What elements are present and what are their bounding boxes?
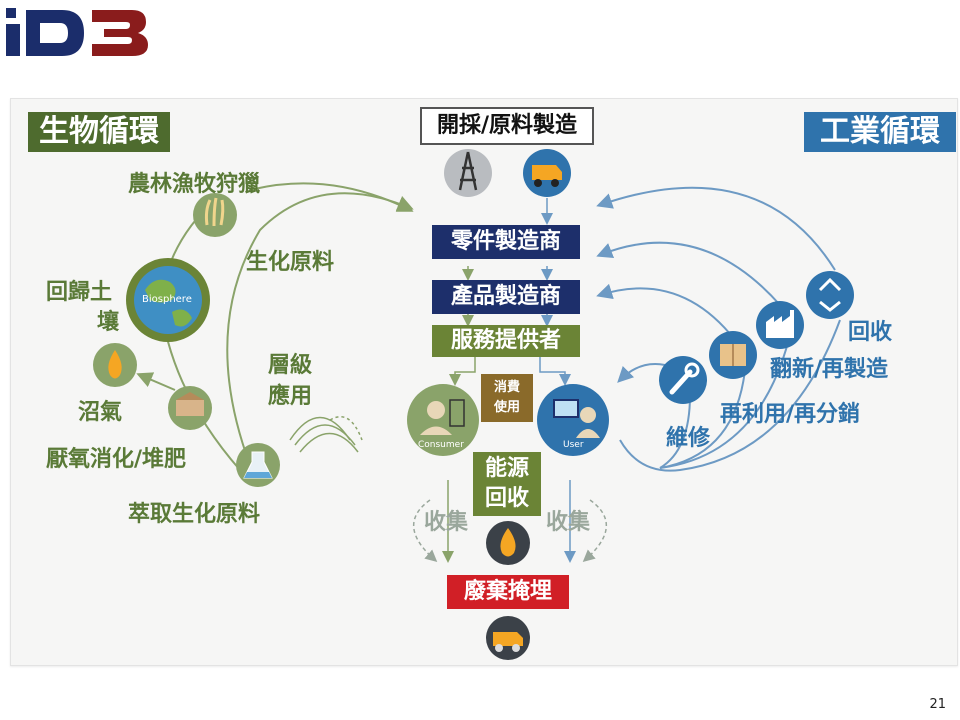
parts-manufacturer-box: 零件製造商 — [432, 225, 580, 259]
energy-line2: 回收 — [484, 486, 529, 511]
cascade-label-line1: 層級 — [268, 353, 313, 378]
collect-left-label: 收集 — [424, 510, 469, 535]
tech-cycle-arrows — [596, 186, 841, 472]
extraction-label: 萃取生化原料 — [128, 502, 261, 527]
page-number: 21 — [929, 697, 946, 712]
energy-flame-icon — [486, 521, 530, 565]
biosphere-icon — [126, 258, 210, 342]
farming-label: 農林漁牧狩獵 — [128, 172, 261, 197]
refurbish-label: 翻新/再製造 — [770, 357, 889, 382]
maintain-label: 維修 — [666, 426, 711, 451]
box-icon — [709, 331, 757, 379]
recycle-icon — [806, 271, 854, 319]
landfill-box: 廢棄掩埋 — [447, 575, 569, 609]
flask-icon — [236, 443, 280, 487]
oil-rig-icon — [444, 149, 492, 197]
collect-right-label: 收集 — [546, 510, 591, 535]
user-label: User — [563, 440, 584, 450]
consumption-box: 消費 使用 — [481, 374, 533, 422]
mining-label: 開採/原料製造 — [420, 107, 594, 145]
return-soil-label-line2: 壤 — [97, 310, 120, 335]
recycle-label: 回收 — [848, 320, 893, 345]
product-manufacturer-box: 產品製造商 — [432, 280, 580, 314]
compost-icon — [168, 386, 212, 430]
bio-cycle-title: 生物循環 — [28, 112, 170, 152]
reuse-label: 再利用/再分銷 — [720, 402, 861, 427]
landfill-truck-icon — [486, 616, 530, 660]
biogas-label: 沼氣 — [78, 400, 123, 425]
energy-recovery-box: 能源 回收 — [473, 452, 541, 516]
digestion-label: 厭氧消化/堆肥 — [46, 447, 187, 472]
factory-icon — [756, 301, 804, 349]
id3-logo — [4, 2, 154, 62]
consumption-line1: 消費 — [493, 380, 520, 395]
farming-icon — [193, 193, 237, 237]
return-soil-label-line1: 回歸土 — [46, 280, 113, 305]
energy-line1: 能源 — [484, 456, 529, 481]
tech-cycle-title: 工業循環 — [804, 112, 956, 152]
cascade-label-line2: 應用 — [268, 384, 313, 409]
consumption-line2: 使用 — [493, 400, 520, 415]
user-icon — [537, 384, 609, 456]
wrench-icon — [659, 356, 707, 404]
service-provider-box: 服務提供者 — [432, 325, 580, 357]
mining-truck-icon — [523, 149, 571, 197]
consumer-icon — [407, 384, 479, 456]
biogas-flame-icon — [93, 343, 137, 387]
center-flow-arrows — [413, 198, 607, 563]
consumer-label: Consumer — [418, 440, 464, 450]
biosphere-label: Biosphere — [142, 294, 192, 305]
biochem-material-label: 生化原料 — [246, 250, 335, 275]
